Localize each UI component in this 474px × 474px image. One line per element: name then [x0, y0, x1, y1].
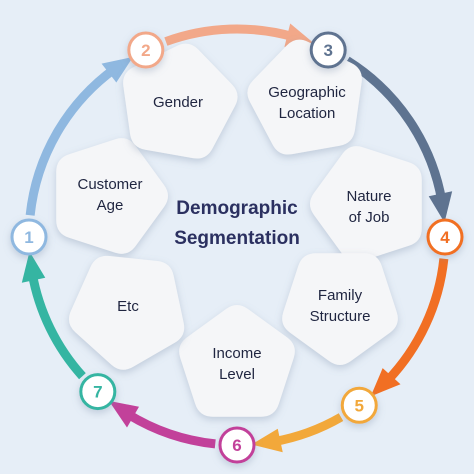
number-badge-text-4: 4 — [440, 228, 450, 247]
number-badge-text-5: 5 — [355, 396, 364, 415]
segment-4-line1: Nature — [346, 188, 392, 205]
segment-card-2 — [123, 43, 238, 159]
number-badge-group: 1 2 3 4 5 6 7 — [10, 31, 464, 464]
number-badge-text-7: 7 — [93, 383, 102, 402]
segment-label-gender: Gender — [123, 92, 233, 113]
segment-label-family-structure: Family Structure — [285, 285, 395, 327]
arrowhead-5 — [251, 428, 283, 453]
number-badge-text-2: 2 — [141, 41, 150, 60]
arrowhead-1 — [101, 56, 133, 83]
segment-5-line1: Family — [317, 287, 363, 304]
number-badge-text-3: 3 — [323, 41, 332, 60]
arc-segment-5 — [272, 413, 344, 447]
arc-segment-6 — [124, 409, 216, 449]
number-badge-3 — [309, 31, 347, 69]
segment-6-line2: Level — [219, 366, 255, 383]
segment-card-6 — [179, 304, 295, 417]
number-badge-1 — [10, 218, 48, 256]
segment-label-customer-age: Customer Age — [55, 174, 165, 216]
segment-1-line2: Age — [96, 197, 124, 214]
number-badge-7 — [79, 373, 117, 411]
number-badge-4 — [426, 218, 464, 256]
arc-group — [21, 23, 453, 453]
arc-segment-2 — [164, 24, 296, 46]
arrowhead-3 — [428, 191, 453, 223]
arrowhead-2 — [284, 23, 315, 47]
center-title-line2: Segmentation — [174, 228, 300, 249]
segment-1-line1: Customer — [77, 176, 143, 193]
segment-card-4 — [309, 146, 422, 262]
segment-2-line1: Gender — [152, 94, 204, 111]
segment-label-geographic-location: Geographic Location — [252, 82, 362, 124]
arc-segment-4 — [383, 258, 449, 385]
number-badge-2 — [127, 31, 165, 69]
arrowhead-6 — [108, 400, 139, 428]
segment-label-income-level: Income Level — [182, 343, 292, 385]
segment-3-line2: Location — [278, 105, 336, 122]
center-title: Demographic Segmentation — [137, 194, 337, 254]
number-badge-6 — [218, 426, 256, 464]
arrowhead-4 — [370, 368, 401, 397]
segment-label-nature-of-job: Nature of Job — [314, 186, 424, 228]
arc-segment-3 — [344, 56, 447, 202]
arc-segment-1 — [25, 65, 118, 216]
number-badge-5 — [340, 386, 378, 424]
segment-5-line2: Structure — [309, 308, 371, 325]
arc-segment-7 — [27, 272, 86, 380]
segment-6-line1: Income — [212, 345, 262, 362]
segment-7-line1: Etc — [117, 298, 139, 315]
segment-card-5 — [282, 253, 398, 366]
segment-3-line1: Geographic — [268, 84, 346, 101]
segment-card-1 — [56, 138, 169, 254]
segment-card-7 — [68, 255, 185, 370]
number-badge-text-6: 6 — [232, 436, 241, 455]
segment-card-3 — [247, 39, 362, 155]
arrowhead-7 — [21, 251, 46, 283]
number-badge-text-1: 1 — [24, 228, 33, 247]
card-group — [56, 39, 422, 417]
center-title-line1: Demographic — [176, 198, 298, 219]
segment-4-line2: of Job — [348, 209, 390, 226]
segment-label-etc: Etc — [73, 296, 183, 317]
